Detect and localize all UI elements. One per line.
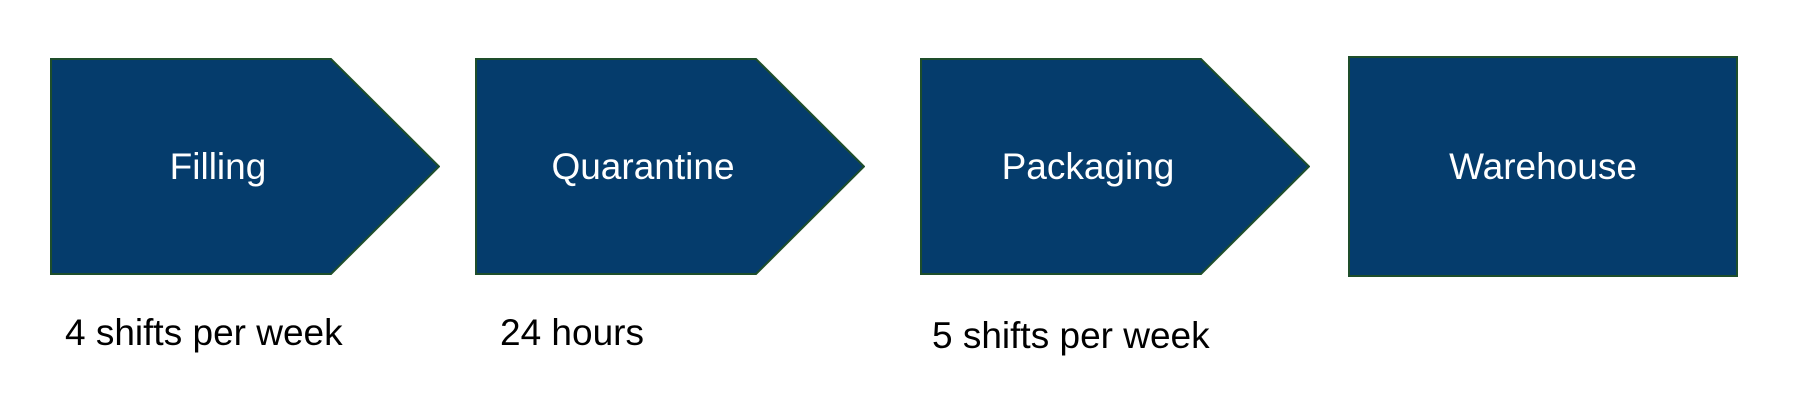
arrow-right-shape bbox=[475, 58, 866, 275]
stage-packaging: Packaging bbox=[920, 58, 1311, 275]
rectangle-shape bbox=[1348, 56, 1738, 277]
arrow-right-shape bbox=[920, 58, 1311, 275]
stage-filling: Filling bbox=[50, 58, 441, 275]
stage-caption-filling: 4 shifts per week bbox=[65, 312, 343, 353]
stage-caption-quarantine: 24 hours bbox=[500, 312, 644, 353]
arrow-right-shape bbox=[50, 58, 441, 275]
stage-warehouse: Warehouse bbox=[1348, 56, 1738, 277]
stage-quarantine: Quarantine bbox=[475, 58, 866, 275]
stage-caption-packaging: 5 shifts per week bbox=[932, 315, 1210, 356]
